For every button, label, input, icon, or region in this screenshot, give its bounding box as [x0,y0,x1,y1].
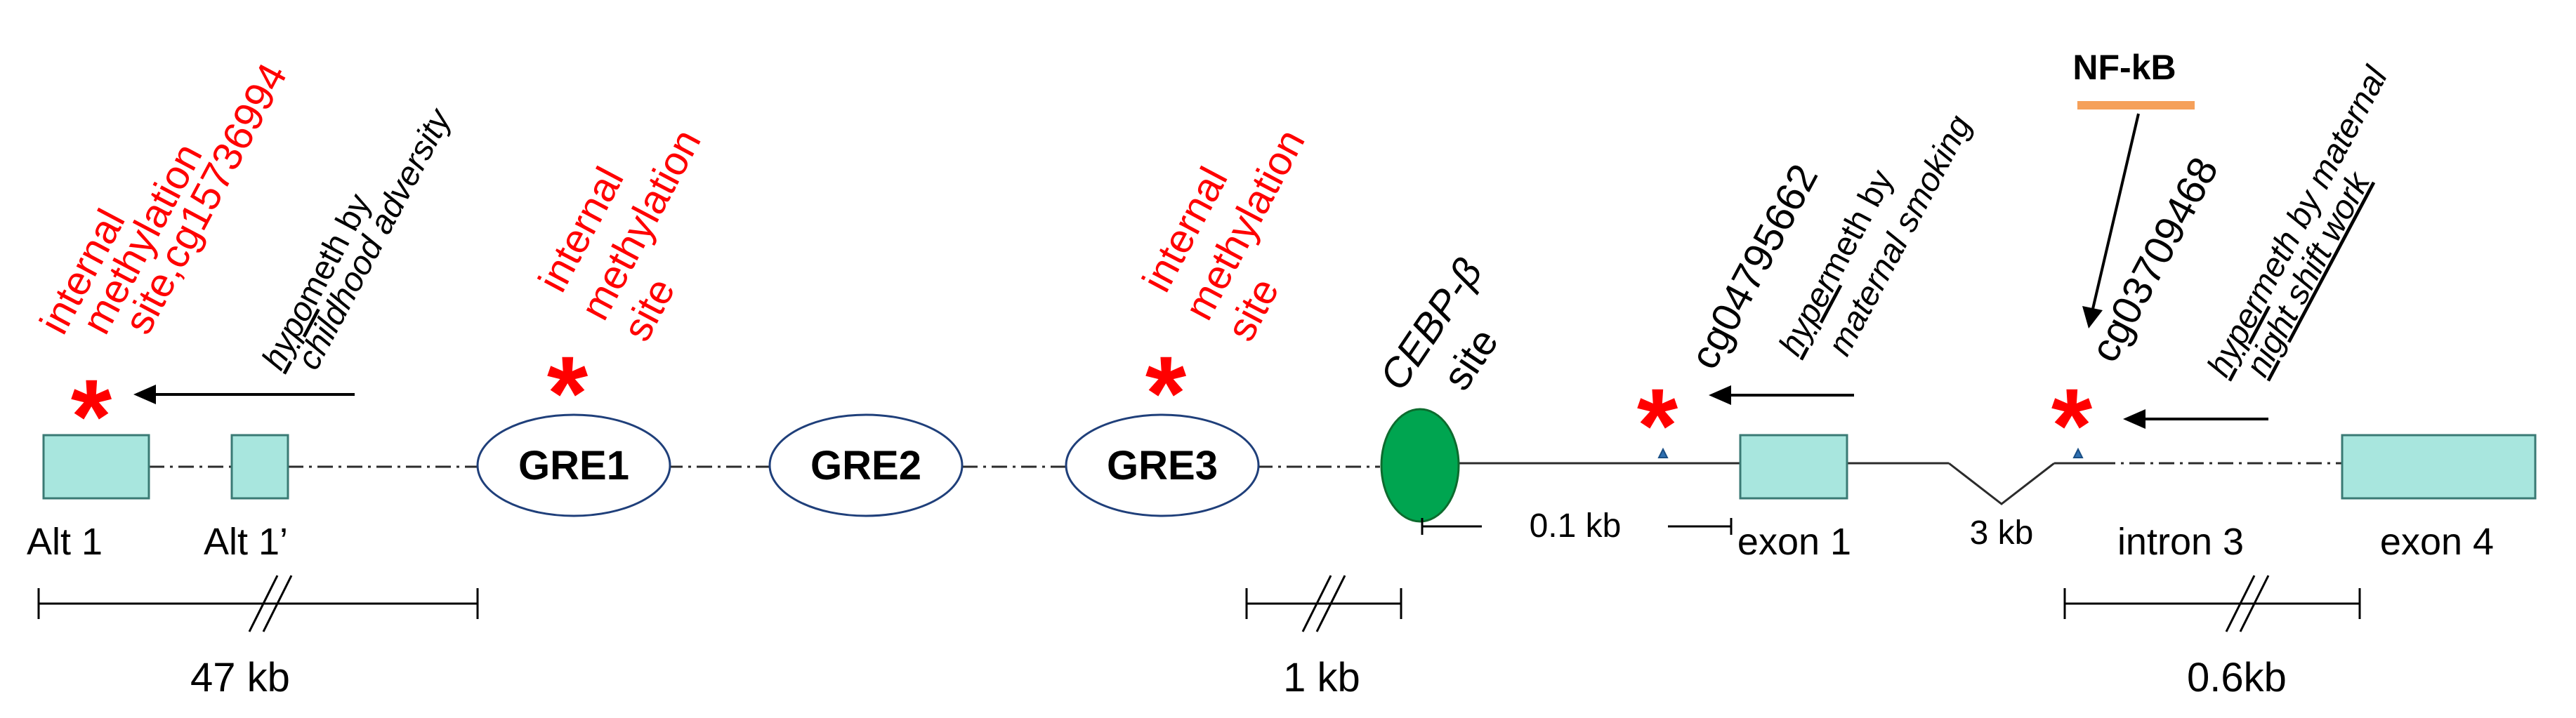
arrow-cg03709468-head [2123,409,2145,429]
cebp-site-ellipse [1380,408,1460,523]
cg03709468-effect-line1: hypermeth by maternal [2200,60,2396,383]
gre3-label: GRE3 [1107,443,1218,488]
scale-1kb-label: 1 kb [1283,655,1360,700]
gre1-label: GRE1 [518,443,629,488]
methylation-asterisk-2: * [547,334,589,452]
exon4-box [2341,434,2537,500]
gre2-label: GRE2 [810,443,921,488]
cpg-marker-cg04795662 [1657,447,1669,458]
site1-effect-line2: childhood adversity [290,102,459,375]
nfkb-arrow-head [2082,306,2103,328]
methylation-asterisk-4: * [1637,366,1678,484]
scale-06kb-label: 0.6kb [2187,655,2287,700]
scale-3kb-label: 3 kb [1970,514,2034,552]
intron-splice-line [1948,462,2055,505]
scale-06kb-break-a [2225,575,2256,632]
scale-06kb-break-b [2239,575,2270,632]
scale-1kb-break-b [1315,575,1346,632]
methylation-asterisk-5: * [2051,366,2093,484]
gre3-ellipse [1065,413,1260,517]
scale-47kb-break-a [248,575,279,632]
nfkb-arrow [2091,113,2140,310]
scale-47kb-label: 47 kb [190,655,290,700]
alt1p-label: Alt 1’ [204,521,288,563]
gre1-ellipse [476,413,671,517]
scale-01kb-label: 0.1 kb [1530,507,1622,545]
scale-47kb-break-b [262,575,293,632]
methylation-asterisk-3: * [1145,334,1187,452]
cpg-marker-cg03709468 [2072,447,2084,458]
arrow-site1-head [133,385,156,404]
alt1-exon-box [42,434,150,500]
exon1-box [1739,434,1848,500]
exon4-label: exon 4 [2380,521,2494,563]
alt1-label: Alt 1 [27,521,103,563]
scale-1kb-break-a [1301,575,1332,632]
arrow-cg04795662-head [1709,385,1731,405]
nfkb-label: NF-kB [2072,48,2176,87]
intron3-label: intron 3 [2117,521,2244,563]
gre2-ellipse [768,413,964,517]
exon1-label: exon 1 [1737,521,1851,563]
methylation-asterisk-1: * [71,357,112,475]
alt1p-exon-box [230,434,289,500]
